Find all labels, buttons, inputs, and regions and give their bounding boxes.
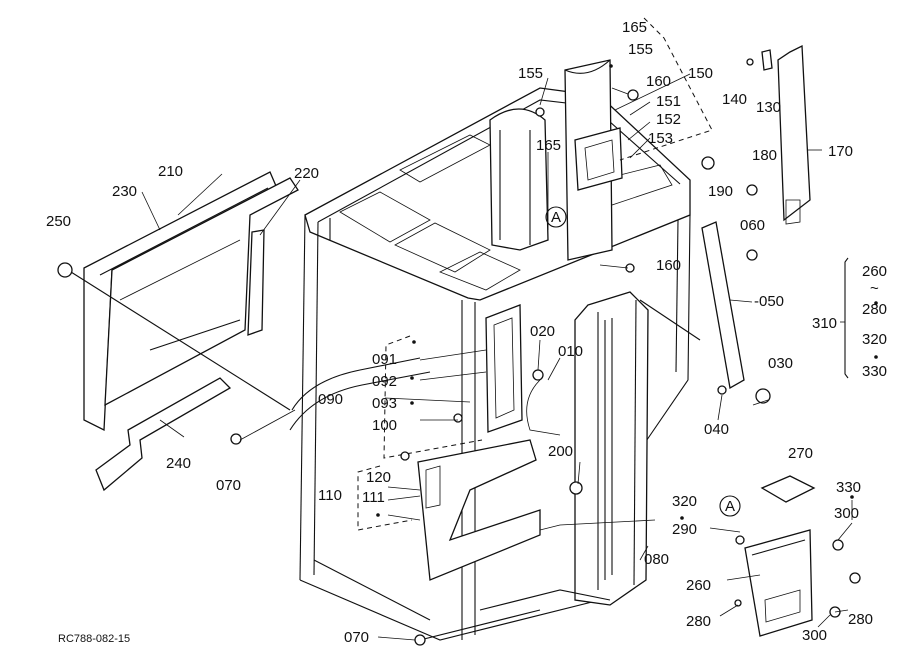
callout-091: 091 xyxy=(372,351,397,368)
side-panel-210-230 xyxy=(83,171,299,432)
callout-280: 280 xyxy=(848,611,873,628)
callout-280: 280 xyxy=(862,301,887,318)
callout-110: 110 xyxy=(318,487,342,504)
callout-labels: 165 155 150 155 160 151 152 153 165 140 … xyxy=(46,19,887,646)
callout-170: 170 xyxy=(828,143,853,160)
reference-mark-text: A xyxy=(725,498,735,515)
callout-111: 111 xyxy=(362,489,385,506)
reference-mark-a-upper: A xyxy=(545,206,567,228)
fasteners xyxy=(230,89,861,646)
callout-120: 120 xyxy=(366,469,391,486)
callout-dots xyxy=(376,64,878,520)
cover-270 xyxy=(760,475,816,503)
callout-100: 100 xyxy=(372,417,397,434)
callout-152: 152 xyxy=(656,111,681,128)
callout-010: 010 xyxy=(558,343,583,360)
callout-270: 270 xyxy=(788,445,813,462)
callout-210: 210 xyxy=(158,163,183,180)
callout-080: 080 xyxy=(644,551,669,568)
callout-160: 160 xyxy=(656,257,681,274)
leader-lines xyxy=(141,17,853,641)
callout-250: 250 xyxy=(46,213,71,230)
callout-260: 260 xyxy=(686,577,711,594)
weatherstrip-240 xyxy=(95,377,232,492)
callout-140: 140 xyxy=(722,91,747,108)
callout-151: 151 xyxy=(656,93,681,110)
callout-220: 220 xyxy=(294,165,319,182)
callout-310: 310 xyxy=(812,315,837,332)
callout-320: 320 xyxy=(862,331,887,348)
callout-260: 260 xyxy=(862,263,887,280)
callout-093: 093 xyxy=(372,395,397,412)
drawing-code: RC788-082-15 xyxy=(58,633,130,645)
callout-range-tilde: ~ xyxy=(870,280,879,297)
callout-020: 020 xyxy=(530,323,555,340)
callout-153: 153 xyxy=(648,130,673,147)
bracket-assembly-260 xyxy=(744,529,813,637)
callout-180: 180 xyxy=(752,147,777,164)
callout-155: 155 xyxy=(628,41,653,58)
callout-240: 240 xyxy=(166,455,191,472)
callout-200: 200 xyxy=(548,443,573,460)
callout-330: 330 xyxy=(862,363,887,380)
callout-300: 300 xyxy=(802,627,827,644)
clip-130 xyxy=(746,49,773,71)
callout-155: 155 xyxy=(518,65,543,82)
callout-165: 165 xyxy=(622,19,647,36)
reference-mark-text: A xyxy=(551,209,561,226)
strip-220 xyxy=(247,229,265,336)
callout-050: -050 xyxy=(754,293,784,310)
callout-290: 290 xyxy=(672,521,697,538)
callout-320: 320 xyxy=(672,493,697,510)
callout-190: 190 xyxy=(708,183,733,200)
bolt-250 xyxy=(57,262,291,411)
callout-130: 130 xyxy=(756,99,781,116)
callout-230: 230 xyxy=(112,183,137,200)
callout-160: 160 xyxy=(646,73,671,90)
callout-040: 040 xyxy=(704,421,729,438)
callout-070: 070 xyxy=(344,629,369,646)
guard-110 xyxy=(357,439,541,581)
callout-060: 060 xyxy=(740,217,765,234)
pillar-170 xyxy=(777,44,811,225)
callout-070: 070 xyxy=(216,477,241,494)
callout-090: 090 xyxy=(318,391,343,408)
cab-frame xyxy=(289,59,701,641)
trim-050 xyxy=(701,221,745,390)
callout-092: 092 xyxy=(372,373,397,390)
callout-030: 030 xyxy=(768,355,793,372)
callout-165: 165 xyxy=(536,137,561,154)
bracket-090 xyxy=(383,304,523,459)
callout-330: 330 xyxy=(836,479,861,496)
reference-mark-a-lower: A xyxy=(719,495,741,517)
callout-150: 150 xyxy=(688,65,713,82)
callout-300: 300 xyxy=(834,505,859,522)
callout-280: 280 xyxy=(686,613,711,630)
